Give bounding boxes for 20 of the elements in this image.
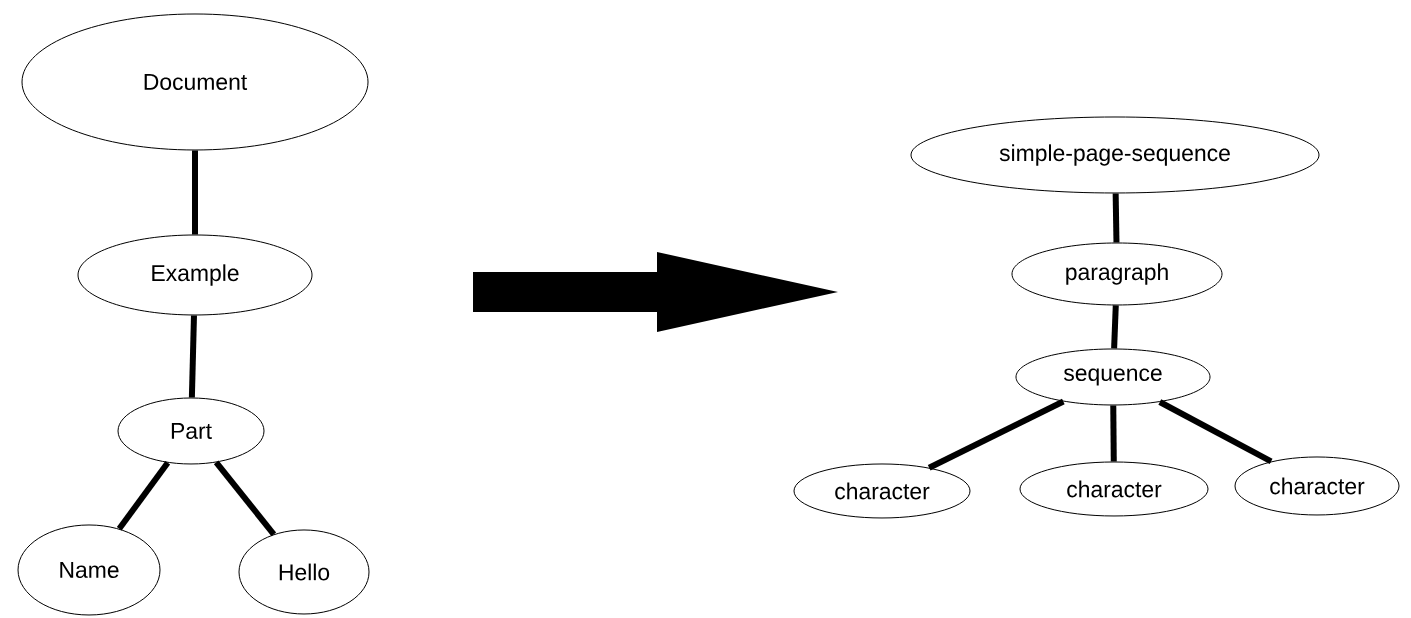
connector-line [116, 460, 171, 531]
ellipse-node: paragraph [1011, 242, 1223, 306]
connector-line [1110, 405, 1117, 462]
ellipse-node: Example [77, 234, 313, 316]
connector-line [192, 150, 198, 235]
ellipse-node: simple-page-sequence [910, 116, 1320, 194]
ellipse-node: character [1019, 461, 1209, 517]
ellipse-node: character [793, 463, 971, 519]
connector-line [213, 460, 277, 537]
connector-line [1111, 305, 1119, 349]
connector-line [1112, 193, 1120, 243]
ellipse-node: Document [21, 13, 369, 151]
connector-line [927, 398, 1065, 471]
ellipse-node: Hello [238, 529, 370, 615]
connector-line [1158, 399, 1273, 465]
ellipse-node: sequence [1015, 348, 1211, 406]
ellipse-node: character [1234, 456, 1400, 516]
ellipse-node: Part [117, 397, 265, 465]
connector-line [188, 315, 197, 398]
ellipse-node: Name [17, 524, 161, 616]
